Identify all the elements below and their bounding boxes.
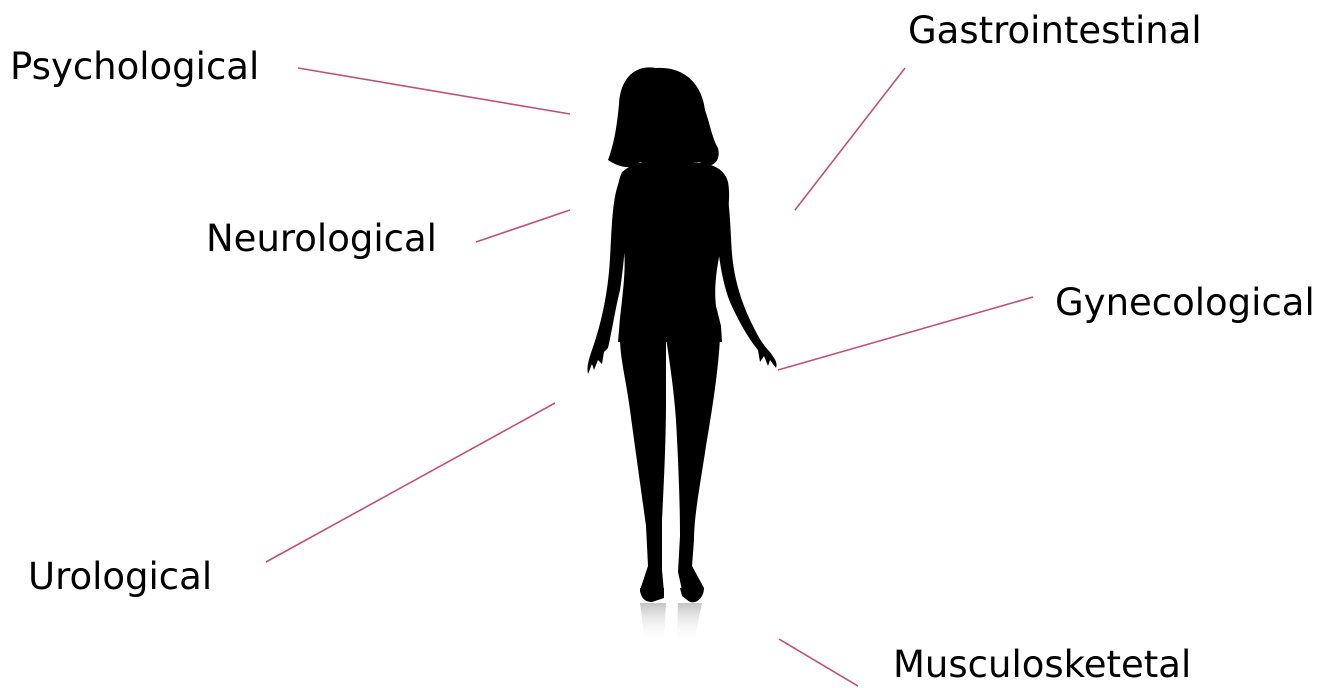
connector-musculoskeletal <box>779 639 858 686</box>
connector-urological <box>266 403 555 562</box>
label-gastrointestinal: Gastrointestinal <box>908 12 1202 49</box>
label-psychological: Psychological <box>10 48 259 85</box>
connector-gastrointestinal <box>795 68 905 210</box>
connector-psychological <box>298 68 570 114</box>
woman-silhouette <box>587 67 776 602</box>
connector-neurological <box>476 210 570 242</box>
silhouette-reflection <box>640 603 702 642</box>
label-gynecological: Gynecological <box>1055 284 1315 321</box>
label-urological: Urological <box>28 558 212 595</box>
label-musculoskeletal: Musculosketetal <box>893 646 1191 683</box>
label-neurological: Neurological <box>206 220 437 257</box>
connector-gynecological <box>778 297 1033 370</box>
